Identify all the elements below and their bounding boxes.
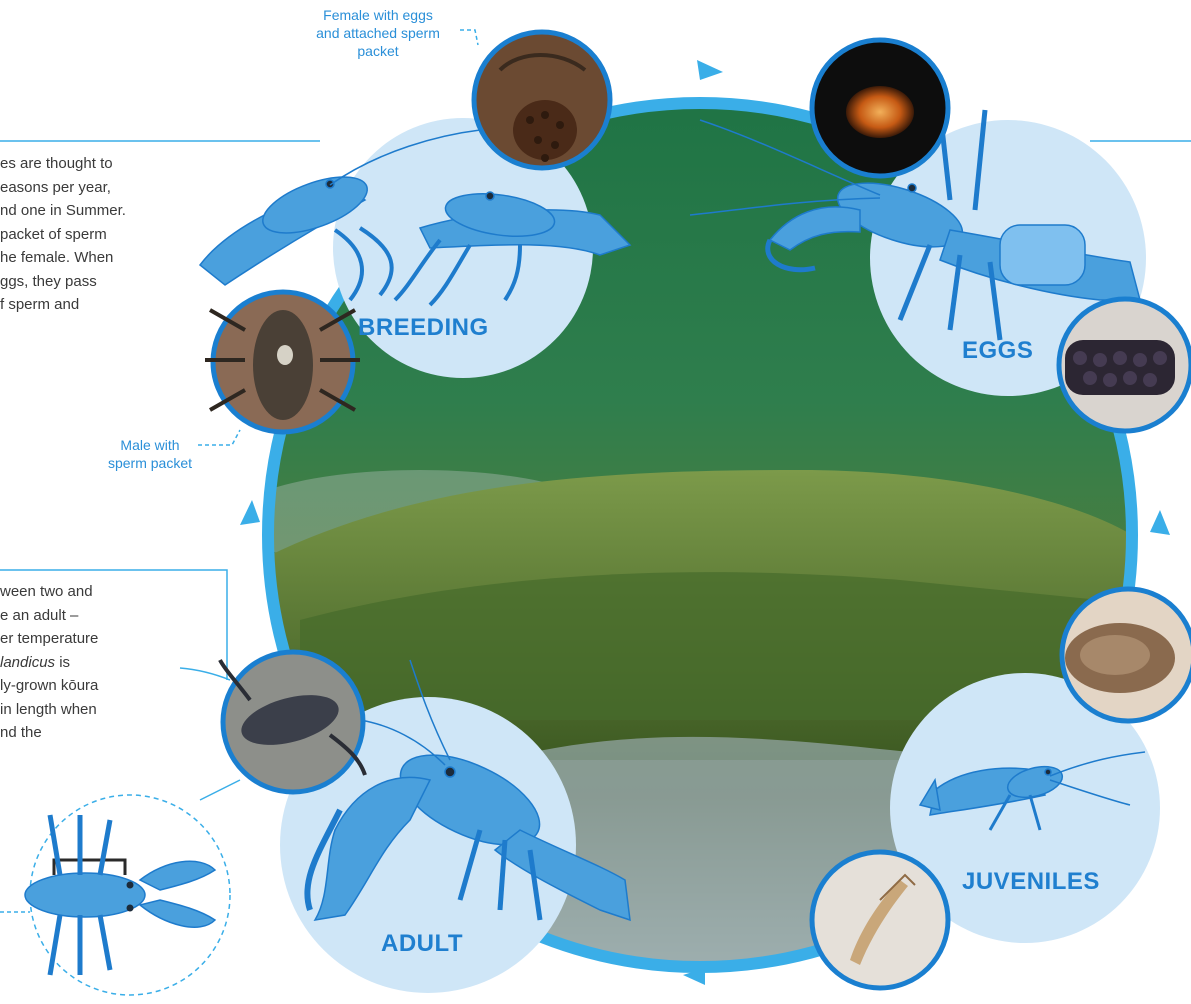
photo-juvenile bbox=[812, 852, 948, 988]
photo-larva-cluster bbox=[1062, 589, 1191, 721]
photo-adult bbox=[220, 652, 365, 792]
photo-egg-cluster bbox=[1059, 299, 1191, 431]
photo-egg bbox=[812, 40, 948, 176]
measurement-crayfish-icon bbox=[25, 795, 230, 995]
stage-label-adult: ADULT bbox=[381, 930, 463, 958]
stage-label-breeding: BREEDING bbox=[358, 314, 489, 342]
stage-label-juveniles: JUVENILES bbox=[962, 868, 1100, 896]
photo-female-eggs bbox=[474, 32, 610, 168]
breeding-description: es are thought to easons per year, nd on… bbox=[0, 152, 126, 317]
stage-label-eggs: EGGS bbox=[962, 337, 1033, 365]
adult-description: ween two and e an adult – er temperature… bbox=[0, 580, 98, 745]
